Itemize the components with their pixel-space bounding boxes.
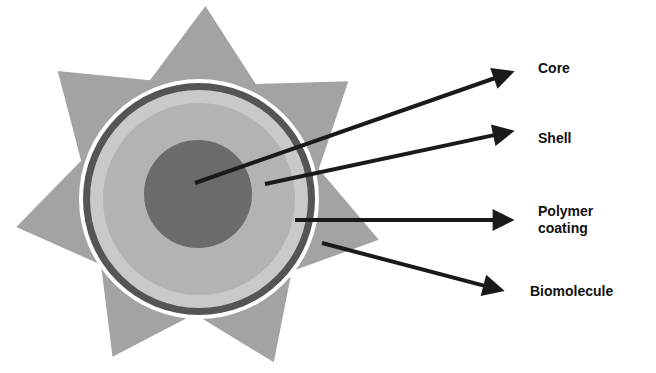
part-label: Biomolecule <box>530 283 613 300</box>
part-label: Core <box>538 60 570 77</box>
part-label: Shell <box>538 130 571 147</box>
outer-rim <box>79 79 319 319</box>
polymer-ring <box>83 83 315 315</box>
leader-arrow <box>265 134 498 184</box>
core <box>144 140 252 248</box>
shell <box>103 103 295 295</box>
part-label: Polymer coating <box>538 203 610 237</box>
leader-arrow <box>195 77 498 183</box>
leader-arrow <box>295 218 497 222</box>
polymer-coating <box>90 90 308 308</box>
leader-arrow <box>322 243 488 287</box>
